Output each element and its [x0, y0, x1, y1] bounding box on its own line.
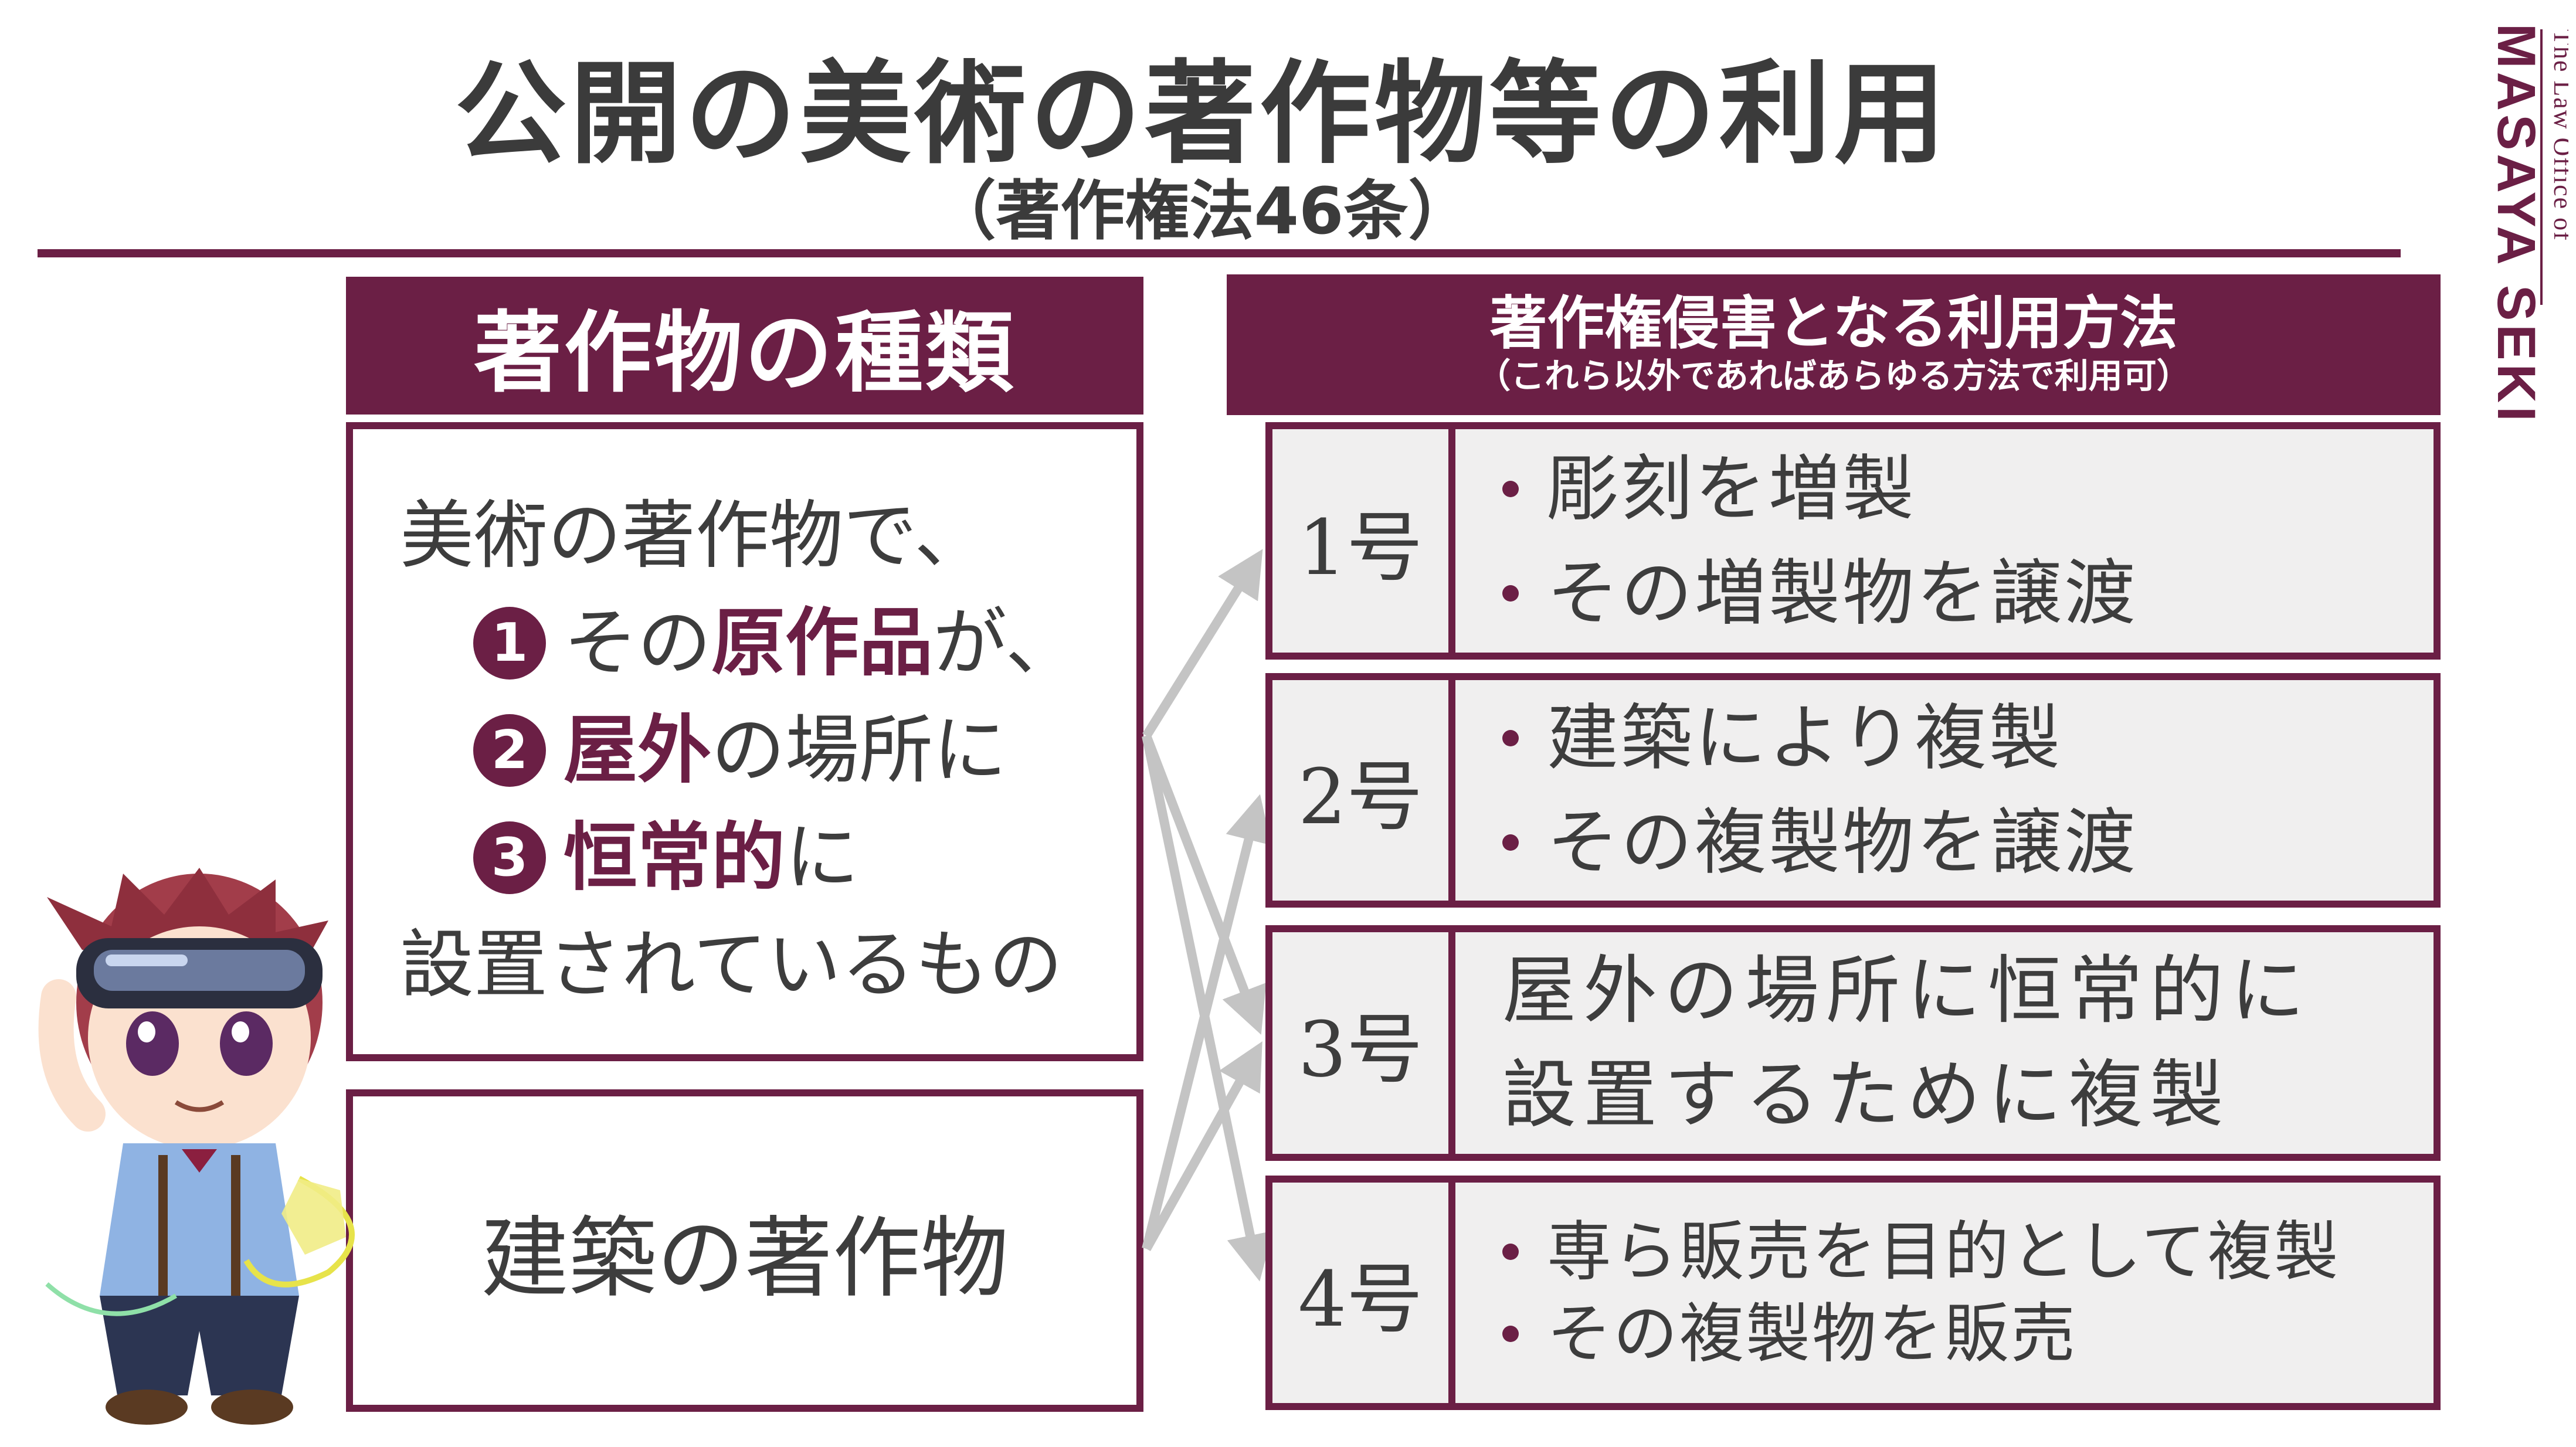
use-item-3-line-1: 屋外の場所に恒常的に — [1502, 947, 2312, 1034]
use-item-2-content: 建築により複製 その複製物を譲渡 — [1455, 680, 2434, 901]
use-item-3: 3号 屋外の場所に恒常的に 設置するために複製 — [1265, 925, 2441, 1161]
chibi-lawyer-illustration — [38, 868, 355, 1425]
bullet-text: その複製物を販売 — [1547, 1296, 2077, 1371]
use-item-4-bullet-2: その複製物を販売 — [1502, 1293, 2434, 1375]
infringing-uses-header: 著作権侵害となる利用方法 （これら以外であればあらゆる方法で利用可） — [1227, 274, 2441, 415]
law-office-logo-name: MASAYA SEKI — [2492, 23, 2546, 425]
condition-2: 2 屋外 の場所に — [400, 697, 1095, 804]
bullet-text: 彫刻を増製 — [1547, 447, 1916, 531]
bullet-text: その増製物を譲渡 — [1547, 551, 2138, 635]
architecture-work-label: 建築の著作物 — [480, 1207, 1009, 1310]
page-title: 公開の美術の著作物等の利用 — [454, 49, 1949, 179]
bullet-icon — [1502, 834, 1519, 851]
use-item-2-label: 2号 — [1272, 680, 1455, 901]
use-item-4-bullet-1: 専ら販売を目的として複製 — [1502, 1211, 2434, 1293]
use-item-2-bullet-1: 建築により複製 — [1502, 686, 2434, 790]
architecture-work-box: 建築の著作物 — [346, 1089, 1143, 1412]
bullet-icon — [1502, 585, 1519, 602]
arrow-art-to-3 — [1142, 734, 1267, 1035]
condition-3-keyword: 恒常的 — [564, 814, 785, 901]
use-item-3-label: 3号 — [1272, 932, 1455, 1154]
condition-2-suffix: の場所に — [711, 707, 1007, 793]
use-item-1-bullet-2: その増製物を譲渡 — [1502, 541, 2434, 646]
page-subtitle: （著作権法46条） — [931, 174, 1473, 249]
condition-1-number: 1 — [473, 606, 546, 680]
condition-3-number: 3 — [473, 821, 546, 894]
art-intro-text: 美術の著作物で、 — [400, 492, 988, 579]
use-item-4-content: 専ら販売を目的として複製 その複製物を販売 — [1455, 1183, 2434, 1403]
use-item-3-line-2: 設置するために複製 — [1502, 1052, 2231, 1138]
bullet-icon — [1502, 1244, 1519, 1260]
condition-1: 1 その 原作品 が、 — [400, 589, 1095, 697]
use-item-1-content: 彫刻を増製 その増製物を譲渡 — [1455, 429, 2434, 653]
art-work-box: 美術の著作物で、 1 その 原作品 が、 2 屋外 の場所に 3 恒常的 に 設… — [346, 422, 1143, 1061]
title-divider — [38, 249, 2401, 257]
condition-1-keyword: 原作品 — [711, 600, 933, 686]
law-office-logo: The Law Office of MASAYA SEKI — [2492, 23, 2568, 425]
work-types-header: 著作物の種類 — [346, 277, 1143, 415]
use-item-1-label: 1号 — [1272, 429, 1455, 653]
use-item-3-content: 屋外の場所に恒常的に 設置するために複製 — [1455, 932, 2434, 1154]
condition-1-prefix: その — [564, 600, 711, 686]
condition-3: 3 恒常的 に — [400, 804, 1095, 911]
bullet-text: 建築により複製 — [1547, 697, 2063, 780]
infringing-uses-note: （これら以外であればあらゆる方法で利用可） — [1477, 356, 2191, 396]
condition-2-number: 2 — [473, 714, 546, 787]
bullet-text: 専ら販売を目的として複製 — [1547, 1214, 2340, 1289]
art-closing-line: 設置されているもの — [400, 911, 1095, 1018]
use-item-1-bullet-1: 彫刻を増製 — [1502, 437, 2434, 541]
law-office-logo-small: The Law Office of — [2548, 29, 2568, 242]
arrow-art-to-1 — [1142, 549, 1263, 739]
condition-1-suffix: が、 — [933, 600, 1080, 686]
bullet-icon — [1502, 1326, 1519, 1342]
arrow-arch-to-3 — [1142, 1041, 1262, 1251]
arrow-art-to-4 — [1142, 735, 1274, 1282]
use-item-2: 2号 建築により複製 その複製物を譲渡 — [1265, 673, 2441, 908]
use-item-1: 1号 彫刻を増製 その増製物を譲渡 — [1265, 422, 2441, 660]
arrow-arch-to-2 — [1142, 794, 1272, 1250]
use-item-4: 4号 専ら販売を目的として複製 その複製物を販売 — [1265, 1176, 2441, 1410]
work-types-header-label: 著作物の種類 — [473, 303, 1016, 405]
use-item-4-label: 4号 — [1272, 1183, 1455, 1403]
bullet-icon — [1502, 480, 1519, 497]
condition-3-suffix: に — [785, 814, 859, 901]
art-closing-text: 設置されているもの — [400, 922, 1063, 1008]
bullet-icon — [1502, 730, 1519, 746]
condition-2-keyword: 屋外 — [564, 707, 711, 793]
art-intro-line: 美術の著作物で、 — [400, 482, 1095, 589]
bullet-text: その複製物を譲渡 — [1547, 801, 2138, 884]
infringing-uses-title: 著作権侵害となる利用方法 — [1489, 290, 2178, 358]
use-item-2-bullet-2: その複製物を譲渡 — [1502, 790, 2434, 895]
